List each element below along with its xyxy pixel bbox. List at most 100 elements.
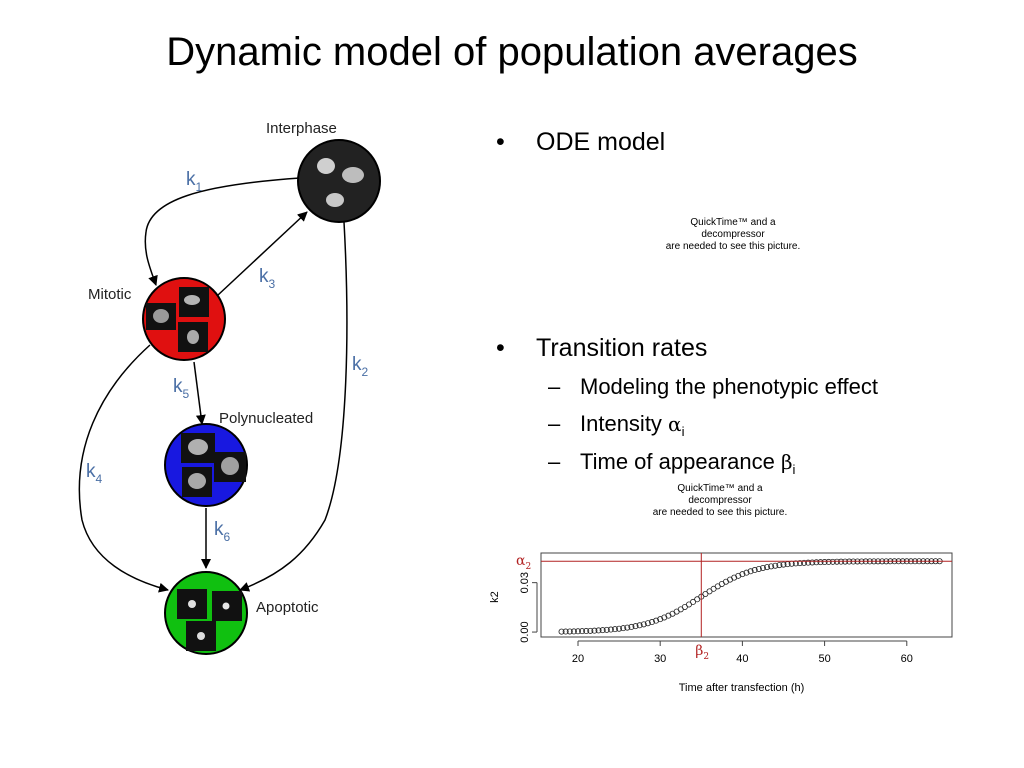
data-point <box>570 628 577 635</box>
cell-icon <box>221 457 239 475</box>
bullet-dot: • <box>496 128 505 156</box>
data-point <box>825 558 832 565</box>
placeholder-line: QuickTime™ and a <box>690 217 776 228</box>
cell-icon <box>184 295 200 305</box>
data-point <box>628 623 635 630</box>
bullet-dot: • <box>496 334 505 362</box>
edge-interphase-to-mitotic <box>144 177 301 286</box>
cell-icon <box>197 632 205 640</box>
data-point <box>603 626 610 633</box>
greek-subscript: i <box>681 424 685 439</box>
quicktime-placeholder-1: QuickTime™ and a decompressor are needed… <box>628 217 838 253</box>
data-point <box>566 628 573 635</box>
rate-label-k3: k3 <box>259 266 276 291</box>
subbullet-text-main: Time of appearance <box>580 449 781 474</box>
data-point <box>616 625 623 632</box>
rate-label-k6: k6 <box>214 519 231 544</box>
data-point <box>772 562 779 569</box>
node-mitotic: Mitotic <box>88 277 226 361</box>
subbullet-dash: – <box>548 374 561 399</box>
placeholder-line: QuickTime™ and a <box>677 483 763 494</box>
data-point <box>611 626 618 633</box>
node-interphase: Interphase <box>266 120 381 223</box>
cell-icon <box>342 167 364 183</box>
data-point <box>558 628 565 635</box>
interphase-label: Interphase <box>266 120 337 137</box>
data-point <box>809 559 816 566</box>
cell-icon <box>317 158 335 174</box>
rate-label-k4: k4 <box>86 461 103 486</box>
plot-frame <box>540 552 953 638</box>
data-point <box>739 571 746 578</box>
data-point <box>640 621 647 628</box>
data-point <box>702 590 709 597</box>
data-point <box>829 558 836 565</box>
edge-mitotic-to-apoptotic <box>78 344 169 593</box>
x-axis-label: Time after transfection (h) <box>679 682 805 694</box>
subbullet-text: Intensity αi <box>580 411 684 439</box>
rate-label-k1: k1 <box>186 169 203 194</box>
data-point <box>751 567 758 574</box>
data-point <box>562 628 569 635</box>
x-tick-label: 60 <box>901 653 913 665</box>
data-point <box>796 560 803 567</box>
data-point <box>743 569 750 576</box>
x-tick-label: 50 <box>818 653 830 665</box>
placeholder-line: are needed to see this picture. <box>652 507 788 518</box>
page-title: Dynamic model of population averages <box>166 30 858 74</box>
cell-icon <box>187 330 199 344</box>
subbullet-text: Time of appearance βi <box>580 449 795 477</box>
data-point <box>759 564 766 571</box>
node-apoptotic: Apoptotic <box>164 571 319 655</box>
data-point <box>583 628 590 635</box>
cell-icon <box>188 473 206 489</box>
data-point <box>632 623 639 630</box>
y-tick-label: 0.00 <box>519 621 531 642</box>
cell-icon <box>188 600 196 608</box>
data-point <box>747 568 754 575</box>
data-point <box>587 627 594 634</box>
greek-letter: α <box>668 412 682 436</box>
data-point <box>607 626 614 633</box>
data-point <box>776 562 783 569</box>
y-axis: 0.000.03 <box>519 572 538 643</box>
data-point <box>644 620 651 627</box>
data-point <box>735 572 742 579</box>
data-point <box>591 627 598 634</box>
y-axis-label: k2 <box>489 591 501 603</box>
data-point <box>694 596 701 603</box>
x-tick-label: 30 <box>654 653 666 665</box>
data-point <box>620 625 627 632</box>
subbullet-text: Modeling the phenotypic effect <box>580 374 879 399</box>
data-point <box>624 624 631 631</box>
data-point <box>653 617 660 624</box>
data-point <box>817 559 824 566</box>
cell-icon <box>326 193 344 207</box>
node-polynucleated: Polynucleated <box>164 410 313 507</box>
data-point <box>801 559 808 566</box>
bullet-text: ODE model <box>536 128 666 156</box>
edge-interphase-to-apoptotic <box>239 221 348 592</box>
mitotic-label: Mitotic <box>88 286 132 303</box>
bullet-text: Transition rates <box>536 334 708 362</box>
placeholder-line: decompressor <box>688 495 752 506</box>
edge-mitotic-to-polynucleated <box>193 361 206 425</box>
data-point <box>599 627 606 634</box>
alpha-reference-label: α2 <box>516 553 531 572</box>
x-tick-label: 20 <box>572 653 584 665</box>
apoptotic-label: Apoptotic <box>256 599 319 616</box>
data-point <box>805 559 812 566</box>
greek-subscript: i <box>792 462 796 477</box>
edge-mitotic-to-interphase <box>217 211 308 296</box>
quicktime-placeholder-2: QuickTime™ and a decompressor are needed… <box>615 483 825 519</box>
data-point <box>768 563 775 570</box>
placeholder-line: are needed to see this picture. <box>665 241 801 252</box>
data-points <box>558 558 943 635</box>
subbullet-dash: – <box>548 411 561 436</box>
data-point <box>821 559 828 566</box>
data-point <box>780 561 787 568</box>
interphase-circle <box>297 139 381 223</box>
cell-icon <box>222 602 230 610</box>
